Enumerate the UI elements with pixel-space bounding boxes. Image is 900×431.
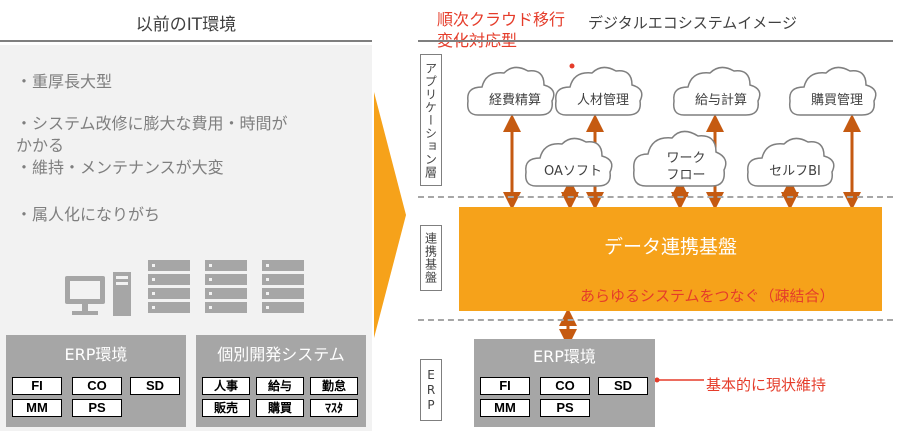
cloud-migration-note: 順次クラウド移行: [437, 10, 566, 29]
module-attendance: 勤怠: [310, 377, 358, 395]
bullet-maintenance: ・維持・メンテナンスが大変: [16, 158, 224, 177]
cloud-purchasing-label: 購買管理: [811, 93, 863, 108]
cloud-workflow-icon: [633, 130, 727, 187]
cloud-expense-label: 経費精算: [489, 93, 541, 108]
cloud-hr-icon: [554, 66, 643, 116]
module-ps: PS: [72, 399, 122, 417]
module-payroll: 給与: [256, 377, 304, 395]
module-sd: SD: [130, 377, 180, 395]
cloud-workflow-label-2: フロー: [666, 168, 705, 183]
erp-box-title: ERP環境: [533, 347, 596, 366]
cloud-workflow-label-1: ワーク: [666, 151, 705, 166]
erp-module-sd: SD: [598, 377, 648, 395]
platform-title: データ連携基盤: [603, 236, 737, 258]
legacy-erp-box: ERP環境 FI CO SD MM PS: [6, 335, 186, 427]
erp-module-mm: MM: [480, 399, 530, 417]
transition-arrow: [374, 92, 406, 338]
erp-module-ps: PS: [540, 399, 590, 417]
module-sales: 販売: [202, 399, 250, 417]
cloud-hr-label: 人材管理: [577, 93, 629, 108]
module-purchasing: 購買: [256, 399, 304, 417]
module-co: CO: [72, 377, 122, 395]
application-layer-label: アプリケーション層: [420, 54, 442, 186]
cloud-bi-icon: [746, 137, 835, 187]
data-integration-platform: [459, 207, 882, 311]
legacy-erp-title: ERP環境: [64, 345, 128, 364]
module-mm: MM: [12, 399, 62, 417]
erp-module-co: CO: [540, 377, 590, 395]
pc-icon: [65, 272, 131, 316]
erp-module-fi: FI: [480, 377, 530, 395]
server-rack-icon: [148, 260, 304, 313]
cloud-purchasing-icon: [788, 66, 877, 116]
bullet-cost: ・システム改修に膨大な費用・時間が: [16, 114, 288, 133]
adaptive-note: 変化対応型: [437, 31, 518, 50]
right-title-divider: [418, 40, 893, 42]
red-marker-top: [569, 63, 575, 69]
erp-box: ERP環境 FI CO SD MM PS: [474, 339, 655, 427]
left-panel-title: 以前のIT環境: [135, 15, 237, 35]
cloud-payroll-label: 給与計算: [695, 92, 747, 108]
layer-divider-upper: [418, 196, 893, 198]
bullet-siloed: ・属人化になりがち: [16, 205, 161, 224]
cloud-bi-label: セルフBI: [769, 164, 821, 179]
right-panel-title: デジタルエコシステムイメージ: [588, 14, 797, 32]
bullet-cost-cont: かかる: [16, 136, 65, 155]
custom-systems-title: 個別開発システム: [217, 345, 345, 364]
bullet-heavy: ・重厚長大型: [16, 72, 113, 91]
erp-maintain-note: 基本的に現状維持: [706, 376, 827, 394]
module-fi: FI: [12, 377, 62, 395]
cloud-expense-icon: [466, 66, 555, 116]
platform-subtitle: あらゆるシステムをつなぐ（疎結合）: [580, 287, 835, 305]
module-hr: 人事: [202, 377, 250, 395]
integration-layer-label: 連携基盤: [420, 225, 442, 291]
module-master: ﾏｽﾀ: [310, 399, 358, 417]
layer-divider-lower: [418, 319, 893, 321]
custom-systems-box: 個別開発システム 人事 給与 勤怠 販売 購買 ﾏｽﾀ: [196, 335, 366, 427]
cloud-oa-icon: [524, 137, 613, 187]
cloud-payroll-icon: [672, 66, 761, 116]
erp-layer-label: ERP: [420, 359, 442, 421]
left-title-divider: [0, 40, 372, 42]
cloud-oa-label: OAソフト: [544, 164, 602, 179]
